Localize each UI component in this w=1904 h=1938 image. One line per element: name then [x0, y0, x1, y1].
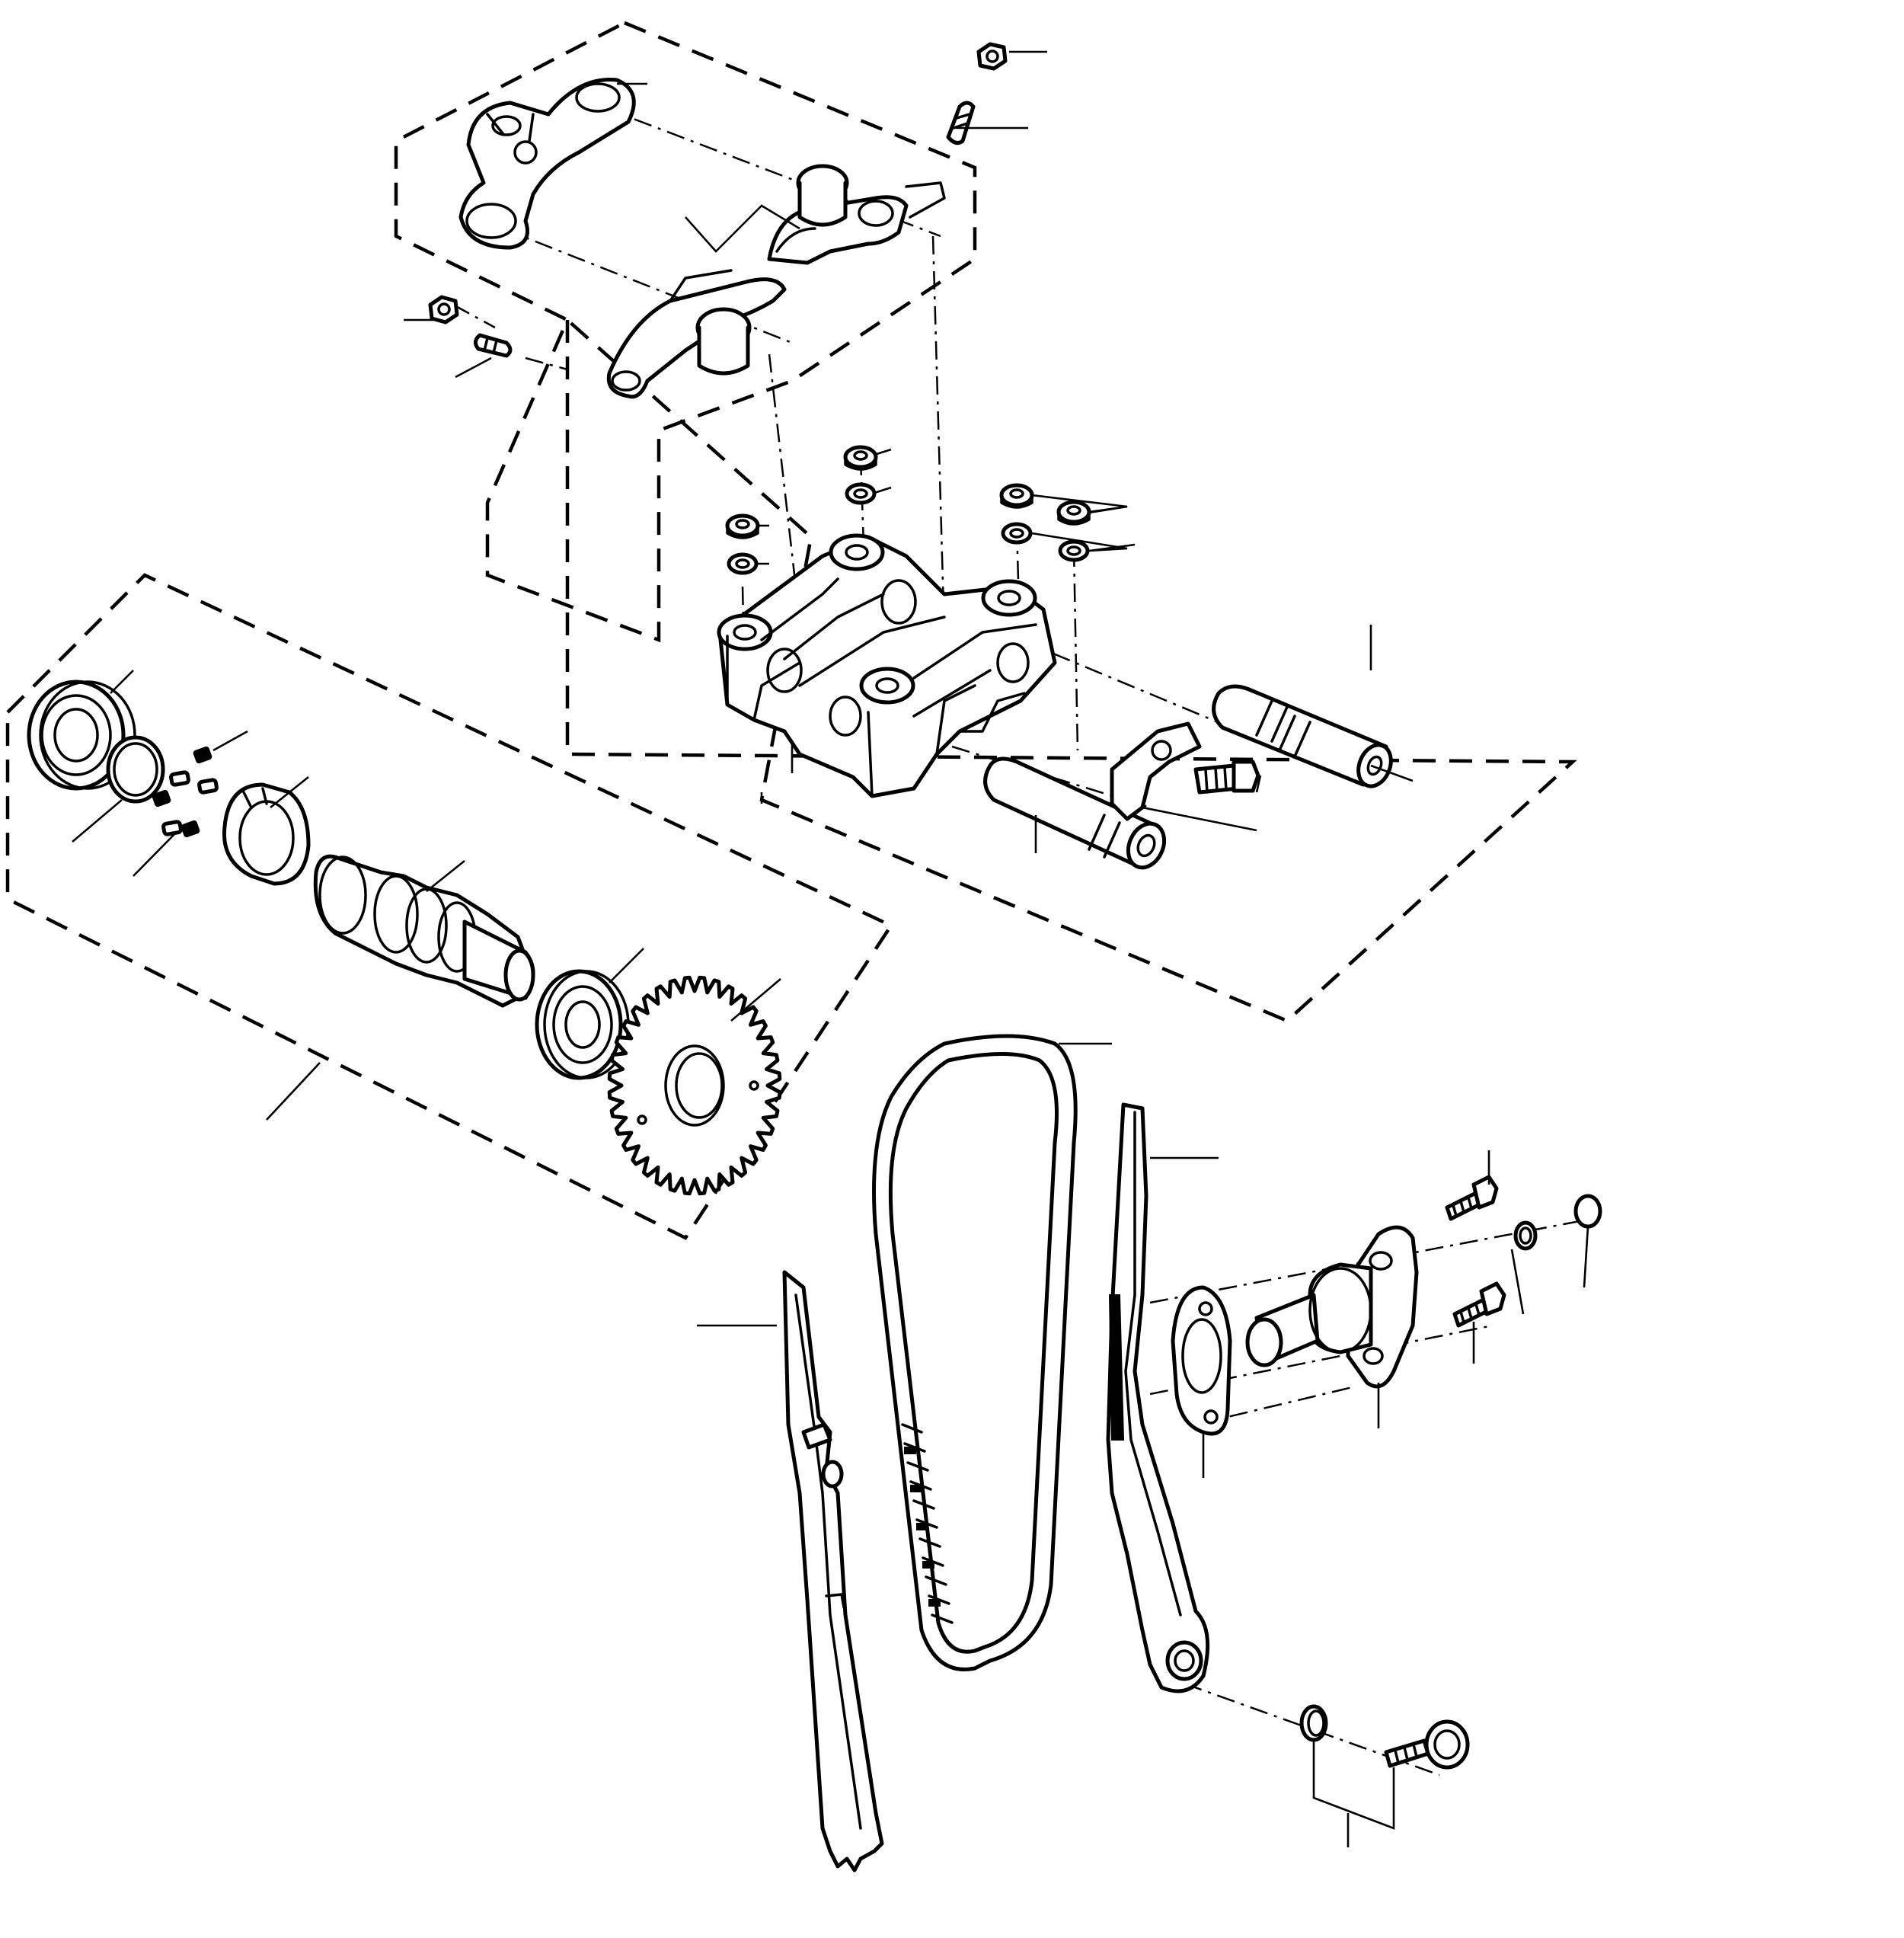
- rocker-shaft-holder-group-box: [565, 315, 1577, 1023]
- camshaft-group-box: [5, 573, 894, 1240]
- camshaft: [313, 854, 535, 1008]
- rocker-arm-group-box: [394, 21, 977, 643]
- chain-guide-front: [782, 1270, 884, 1872]
- tensioner-lifter: [1245, 1225, 1419, 1389]
- guide-pivot-bolt: [1384, 1719, 1470, 1770]
- rocker-arm-intake: [767, 164, 946, 265]
- valve-adjusting-nut-top: [976, 42, 1008, 71]
- valve-adjusting-screw-top: [946, 101, 976, 146]
- valve-adjusting-screw-left: [474, 333, 513, 358]
- rocker-arm-upper: [606, 269, 787, 399]
- stopper-bolt: [1193, 760, 1260, 795]
- guide-collar: [1299, 1704, 1328, 1742]
- chain-tensioner-guide: [1106, 1102, 1210, 1693]
- camshaft-bearing-right: [535, 969, 630, 1080]
- circlip: [106, 735, 165, 804]
- group-boxes: [5, 21, 1577, 1240]
- decompressor-pins: [152, 746, 219, 838]
- shaft-stopper-plate: [1110, 721, 1202, 821]
- rocker-shaft-holder: [717, 533, 1057, 798]
- tensioner-bolts: [1445, 1175, 1506, 1328]
- rocker-arm-exhaust: [458, 78, 636, 250]
- rocker-arm-shaft-short: [983, 756, 1167, 870]
- o-ring: [1573, 1194, 1602, 1229]
- leader-lines: [72, 50, 1589, 1847]
- holder-nuts: [725, 445, 1091, 539]
- decompressor-cam: [222, 782, 311, 886]
- cam-chain: [872, 1034, 1078, 1671]
- camshaft-bearing-left: [27, 680, 136, 791]
- cam-sprocket: [607, 975, 782, 1196]
- valve-adjusting-nut-left: [428, 295, 459, 325]
- sealing-washer: [1513, 1220, 1538, 1251]
- tensioner-gasket: [1171, 1285, 1232, 1436]
- holder-washers: [727, 482, 1090, 575]
- rocker-arm-shaft-long: [1212, 684, 1393, 788]
